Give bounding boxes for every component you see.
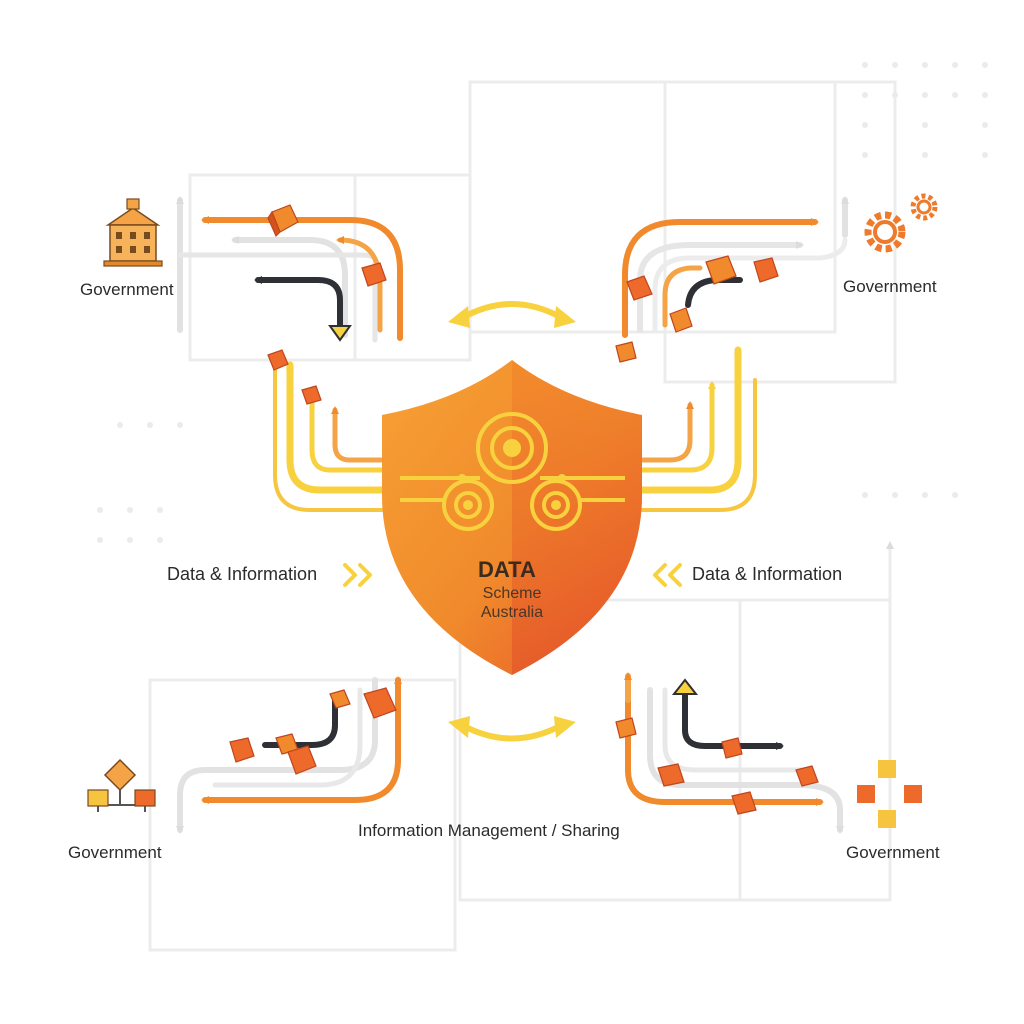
data-cube-icon [363, 687, 397, 719]
government-label-bottom-right: Government [846, 843, 940, 862]
chevron-right-icon [343, 563, 372, 587]
flow-bottom-left [176, 676, 402, 834]
data-cube-icon [329, 689, 351, 709]
flow-top-right [622, 196, 849, 338]
data-information-label-right: Data & Information [692, 564, 843, 584]
hierarchy-icon [87, 758, 156, 812]
data-cube-icon [287, 745, 317, 775]
data-cube-icon [615, 717, 637, 739]
government-label-top-left: Government [80, 280, 174, 299]
blocks-grid-icon [857, 760, 922, 828]
gears-icon [864, 193, 938, 253]
data-cube-icon [626, 275, 653, 301]
data-cube-icon [657, 763, 685, 787]
data-cube-icon [229, 737, 255, 763]
data-cube-icon [705, 255, 737, 285]
flow-bottom-right [624, 541, 894, 834]
data-cube-icon [267, 204, 299, 238]
decorative-dots [97, 62, 988, 543]
data-cube-icon [361, 262, 387, 287]
data-cube-icon [301, 385, 322, 405]
exchange-arrow-bottom [448, 716, 576, 742]
flow-top-left [176, 196, 403, 343]
shield-title: DATA [478, 557, 536, 582]
data-cube-icon [795, 765, 819, 787]
data-information-label-left: Data & Information [167, 564, 318, 584]
information-management-label: Information Management / Sharing [358, 821, 620, 840]
government-building-icon [103, 198, 163, 267]
shield-subtitle-line1: Scheme [482, 585, 542, 602]
background-frames [148, 80, 897, 952]
data-cube-icon [615, 341, 637, 363]
data-cube-icon [753, 257, 779, 283]
data-cube-icon [731, 791, 757, 815]
shield-emblem [382, 360, 642, 675]
data-cube-icon [669, 307, 693, 333]
government-label-bottom-left: Government [68, 843, 162, 862]
exchange-arrow-top [448, 301, 576, 328]
data-cube-icon [267, 349, 289, 371]
shield-subtitle-line2: Australia [480, 604, 544, 621]
data-cube-icon [721, 737, 743, 759]
flow-center-arms [273, 346, 757, 512]
data-cubes [229, 204, 819, 815]
government-label-top-right: Government [843, 277, 937, 296]
chevron-left-icon [653, 563, 682, 587]
